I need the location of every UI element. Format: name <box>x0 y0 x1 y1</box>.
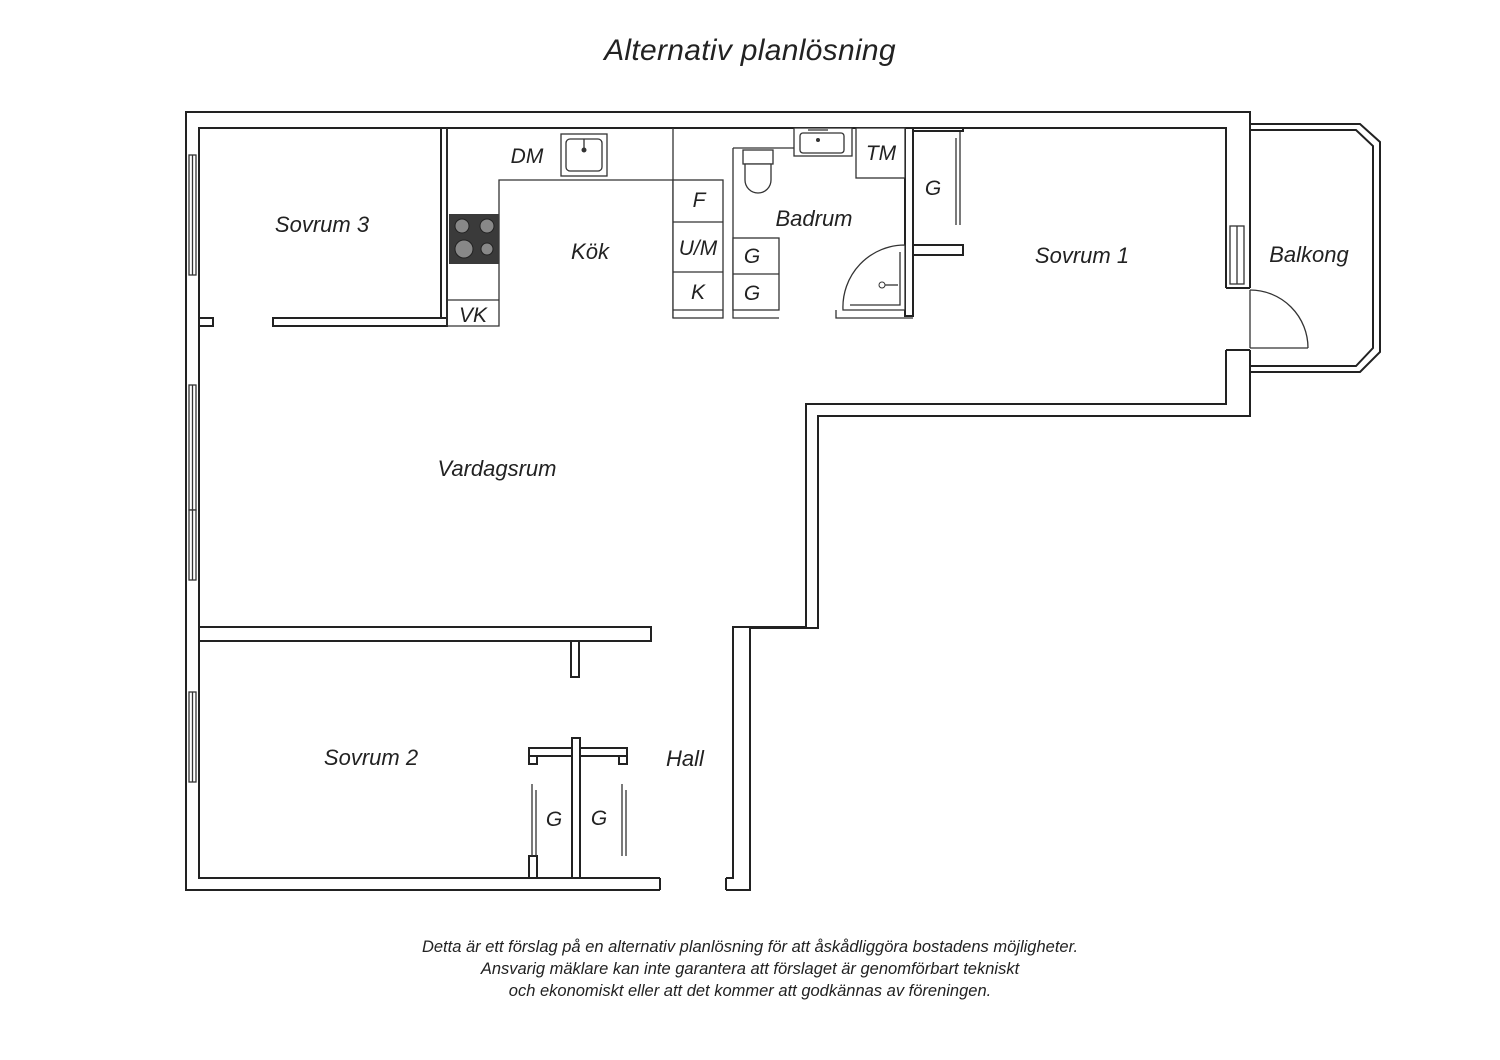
fixture-label-g-hall-2: G <box>591 807 607 830</box>
room-label-badrum: Badrum <box>775 206 852 231</box>
fixture-label-g-sovrum-1: G <box>925 177 941 200</box>
fixture-label-f: F <box>693 189 707 212</box>
disclaimer-line: Ansvarig mäklare kan inte garantera att … <box>480 960 1020 978</box>
room-label-sovrum-1: Sovrum 1 <box>1035 243 1129 268</box>
fixture-label-vk: VK <box>459 304 488 327</box>
room-label-balkong: Balkong <box>1269 242 1349 267</box>
room-label-sovrum-3: Sovrum 3 <box>275 212 370 237</box>
fixture-label-g-bath-1: G <box>744 245 760 268</box>
fixture-label-k: K <box>691 281 706 304</box>
room-label-hall: Hall <box>666 746 705 771</box>
bathroom-fixtures <box>732 127 913 319</box>
disclaimer-line: och ekonomiskt eller att det kommer att … <box>508 982 992 1000</box>
wall-openings <box>659 287 1252 892</box>
page-title: Alternativ planlösning <box>604 34 896 67</box>
fixture-label-tm: TM <box>866 142 897 165</box>
disclaimer: Detta är ett förslag på en alternativ pl… <box>0 936 1500 1002</box>
room-label-kok: Kök <box>571 239 610 264</box>
room-label-vardagsrum: Vardagsrum <box>437 456 556 481</box>
fixture-label-g-hall-1: G <box>546 808 562 831</box>
fixture-label-g-bath-2: G <box>744 282 760 305</box>
outer-wall <box>185 111 1251 891</box>
balcony <box>1229 123 1381 373</box>
windows-west <box>188 154 197 783</box>
room-label-sovrum-2: Sovrum 2 <box>324 745 418 770</box>
shower-icon <box>835 244 913 319</box>
interior-walls <box>198 127 964 879</box>
disclaimer-line: Detta är ett förslag på en alternativ pl… <box>421 938 1079 956</box>
kitchen-fixtures <box>446 128 724 327</box>
fixture-label-um: U/M <box>679 237 718 260</box>
fixture-label-dm: DM <box>511 145 544 168</box>
wardrobe-doors <box>531 132 961 856</box>
toilet-icon <box>742 149 774 165</box>
